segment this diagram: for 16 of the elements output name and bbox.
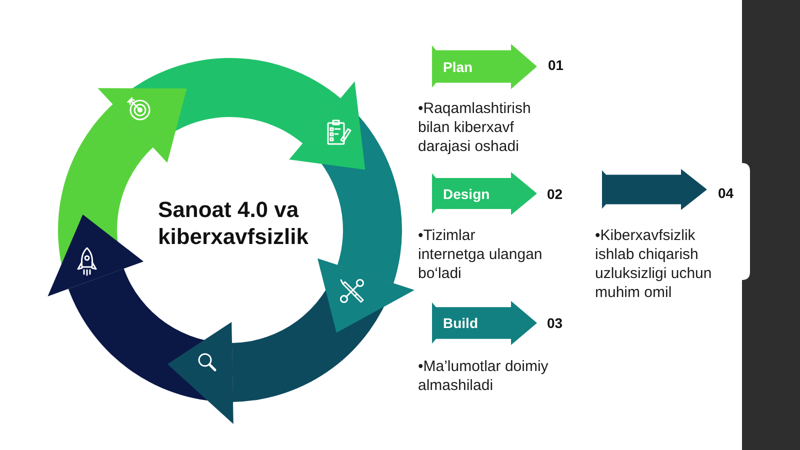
step-number: 01 <box>548 56 565 74</box>
step-number: 03 <box>547 314 564 332</box>
bullet-text: •Raqamlashtirish bilan kiberxavf darajasi oshadi <box>418 99 532 156</box>
arrow-shape <box>602 169 707 210</box>
arrow-label: Build <box>443 315 478 331</box>
title: Sanoat 4.0 va kiberxavfsizlik <box>158 196 310 250</box>
arrow-shape <box>432 44 537 89</box>
step-number: 04 <box>718 184 735 202</box>
step-number: 02 <box>547 185 564 203</box>
arrow-label: Plan <box>443 58 473 74</box>
arrow-label: Design <box>443 186 490 202</box>
arrow-shape <box>432 172 537 215</box>
bullet-text: •Ma’lumotlar doimiy almashiladi <box>418 357 550 395</box>
bullet-text: •Tizimlar internetga ulangan bo‘ladi <box>418 226 544 283</box>
bullet-text: •Kiberxavfsizlik ishlab chiqarish uzluksizligi uchun muhim omil <box>595 226 713 302</box>
arrow-shape <box>432 301 537 345</box>
